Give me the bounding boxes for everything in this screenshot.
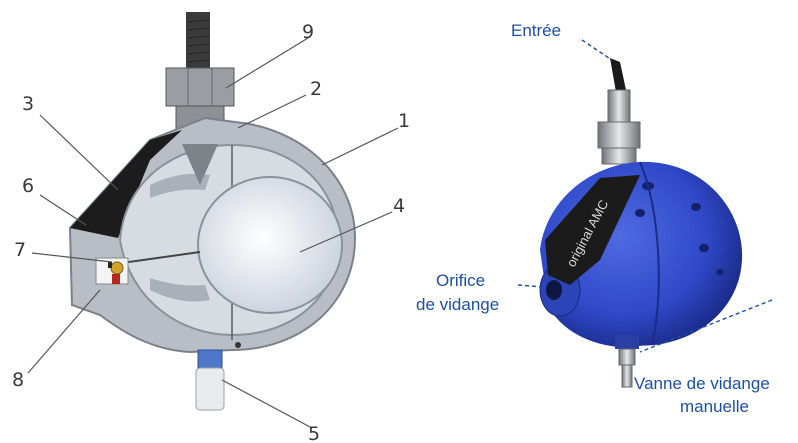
- callout-3: 3: [22, 93, 34, 115]
- label-drain-line1: Orifice: [436, 271, 485, 290]
- manual-drain: [195, 367, 225, 411]
- label-valve-line2: manuelle: [680, 397, 749, 416]
- brand-plate: [545, 175, 640, 285]
- upper-rib: [150, 173, 210, 198]
- valve-stem: [621, 364, 633, 388]
- label-valve-line1: Vanne de vidange: [634, 374, 770, 393]
- inlet-nut: [597, 121, 641, 149]
- valve-nut: [618, 348, 636, 366]
- float-ball: [197, 176, 343, 314]
- label-inlet: Entrée: [511, 21, 561, 40]
- label-leaders: [517, 39, 773, 353]
- callout-1: 1: [398, 110, 410, 132]
- callout-9: 9: [302, 21, 314, 43]
- lower-rib: [150, 278, 210, 302]
- body-seam: [639, 161, 660, 346]
- brass-valve: [110, 261, 124, 275]
- label-drain-line2: de vidange: [416, 295, 499, 314]
- thread-lines: [185, 19, 211, 63]
- product-photo: original AMC Entrée Orifice de vidange V…: [416, 21, 773, 416]
- callout-7: 7: [14, 239, 26, 261]
- callout-8: 8: [12, 369, 24, 391]
- callout-6: 6: [22, 175, 34, 197]
- callout-5: 5: [308, 423, 320, 443]
- nozzle: [182, 144, 218, 185]
- red-seal: [112, 274, 120, 284]
- leader-lines: [27, 37, 399, 429]
- inlet-cable: [610, 58, 626, 92]
- cutaway-diagram: 9 2 3 1 6 4 7 8 5: [12, 12, 410, 443]
- inlet-nut-lower: [601, 147, 637, 165]
- callout-2: 2: [310, 78, 322, 100]
- callout-4: 4: [393, 195, 405, 217]
- drain-cap: [197, 349, 223, 369]
- inlet-fitting: [607, 89, 631, 123]
- valve-collar: [615, 335, 639, 349]
- lever-arm: [121, 251, 201, 264]
- drain-hole: [546, 280, 562, 300]
- hex-nut-9: [165, 67, 235, 107]
- seal-wedge: [70, 130, 182, 238]
